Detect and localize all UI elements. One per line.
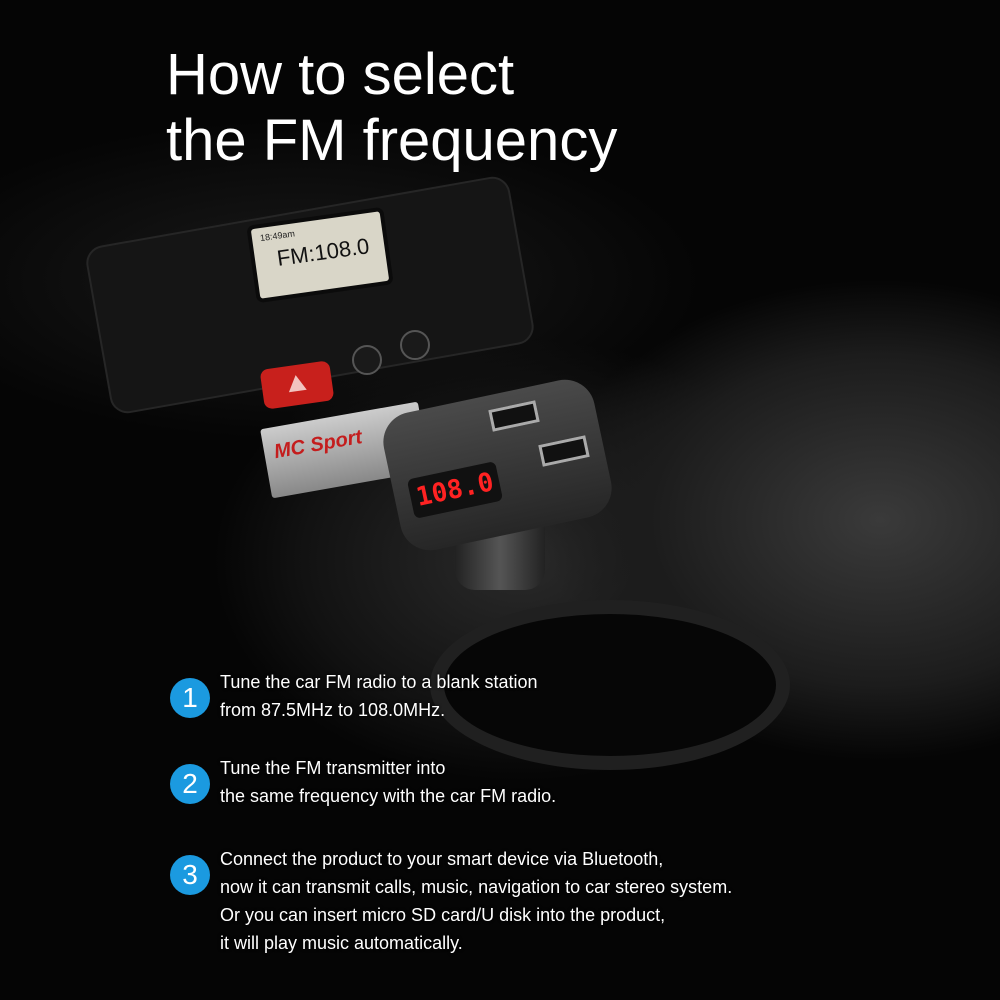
step-number-badge: 2 <box>170 764 210 804</box>
step-number-badge: 1 <box>170 678 210 718</box>
radio-time: 18:49am <box>259 228 296 244</box>
title-line-1: How to select <box>166 42 515 107</box>
title-line-2: the FM frequency <box>166 108 618 173</box>
step-text: now it can transmit calls, music, naviga… <box>220 877 733 897</box>
badge-logo: MC Sport <box>272 426 364 464</box>
step-number-badge: 3 <box>170 855 210 895</box>
page-title: How to select the FM frequency <box>166 42 617 174</box>
step-text: Tune the FM transmitter into <box>220 758 446 778</box>
step-text: Or you can insert micro SD card/U disk i… <box>220 905 666 925</box>
step-text: it will play music automatically. <box>220 933 463 953</box>
hazard-button <box>259 360 335 410</box>
step-1: 1 Tune the car FM radio to a blank stati… <box>170 668 538 724</box>
step-2: 2 Tune the FM transmitter into the same … <box>170 754 556 810</box>
lock-icon <box>352 345 382 375</box>
step-text: from 87.5MHz to 108.0MHz. <box>220 700 446 720</box>
step-text: the same frequency with the car FM radio… <box>220 786 557 806</box>
step-text: Connect the product to your smart device… <box>220 849 664 869</box>
step-text: Tune the car FM radio to a blank station <box>220 672 538 692</box>
unlock-icon <box>400 330 430 360</box>
step-3: 3 Connect the product to your smart devi… <box>170 845 732 957</box>
